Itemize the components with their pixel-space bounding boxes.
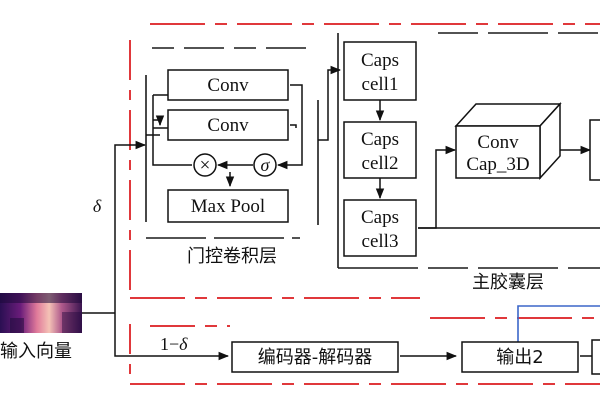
- conv2-out: [290, 124, 297, 128]
- connectors: [82, 65, 600, 361]
- block-maxpool: Max Pool: [167, 189, 289, 223]
- gated-conv-label: 门控卷积层: [187, 246, 277, 267]
- one-minus-delta-label: 1−δ: [160, 334, 188, 354]
- one-minus-delta-branch: [114, 313, 230, 361]
- conv2-label: Conv: [207, 115, 249, 136]
- sigma-symbol: σ: [261, 155, 271, 175]
- input-vector-label: 输入向量: [0, 341, 72, 362]
- output2-label: 输出2: [496, 347, 543, 368]
- block-encoder-decoder: 编码器-解码器: [231, 341, 399, 373]
- caps2-line1: Caps: [361, 129, 399, 150]
- maxpool-label: Max Pool: [191, 196, 265, 217]
- encdec-label: 编码器-解码器: [258, 347, 373, 368]
- caps3-line2: cell3: [362, 231, 399, 252]
- block-conv2: Conv: [167, 109, 289, 141]
- convcap-line2: Cap_3D: [466, 154, 529, 175]
- right-partial-block: [589, 119, 600, 181]
- caps-to-convcap: [418, 145, 457, 229]
- one-minus-prefix: 1−: [160, 334, 179, 354]
- one-minus-delta-symbol: δ: [179, 334, 188, 354]
- block-caps1: Caps cell1: [343, 41, 417, 101]
- main-capsule-label: 主胶囊层: [472, 272, 544, 293]
- op-sigma: σ: [253, 153, 277, 177]
- block-caps3: Caps cell3: [343, 199, 417, 257]
- red-dashed-frames: [129, 23, 600, 385]
- right-partial-block-lower: [591, 339, 600, 375]
- block-conv1: Conv: [167, 69, 289, 101]
- caps1-line1: Caps: [361, 50, 399, 71]
- input-vector-image: [0, 293, 82, 333]
- caps2-line2: cell2: [362, 153, 399, 174]
- gated-input-bus: [152, 95, 192, 166]
- block-output2: 输出2: [461, 341, 579, 373]
- gated-to-caps: [318, 65, 342, 141]
- convcap-line1: Conv: [477, 132, 519, 153]
- conv1-out: [276, 84, 303, 170]
- multiply-symbol: ×: [200, 155, 211, 176]
- gated-out: [153, 115, 165, 127]
- block-caps2: Caps cell2: [343, 121, 417, 179]
- op-multiply: ×: [193, 153, 217, 177]
- delta-label: δ: [93, 196, 102, 216]
- block-convcap-3d: Conv Cap_3D: [454, 102, 562, 180]
- delta-branch: [114, 140, 147, 313]
- caps3-line1: Caps: [361, 207, 399, 228]
- blue-feedback-line: [517, 305, 600, 342]
- conv1-label: Conv: [207, 75, 249, 96]
- caps1-line2: cell1: [362, 74, 399, 95]
- blue-lines: [517, 305, 600, 342]
